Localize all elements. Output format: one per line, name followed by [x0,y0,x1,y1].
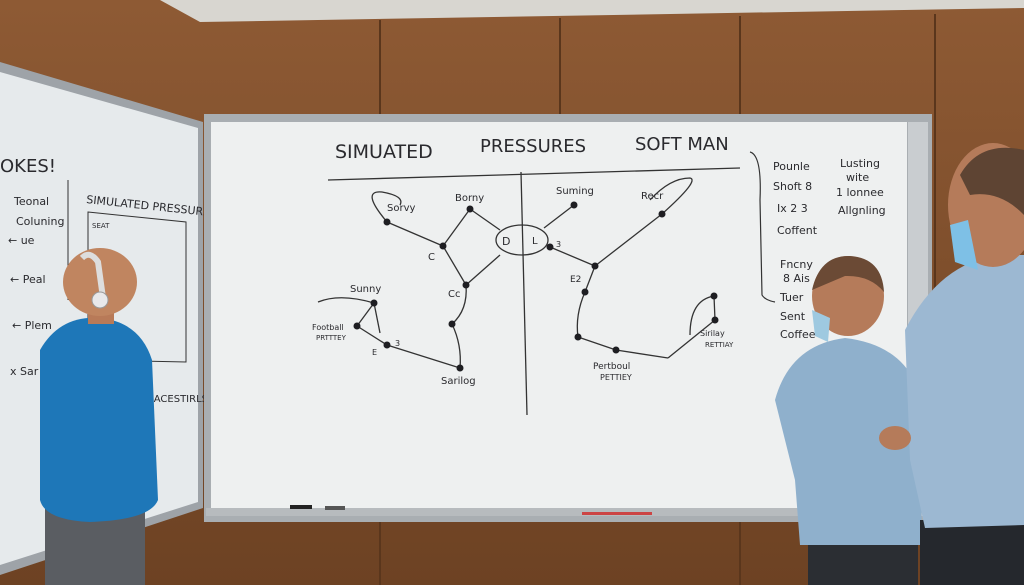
node-label: Borny [455,193,484,204]
node-label: Recr [641,191,664,202]
node-label: E2 [570,275,581,285]
list-item: Lusting [840,157,880,170]
left-list-item: ← Plem [12,319,52,332]
list-item: Fncny [780,258,813,271]
list-item: Shoft 8 [773,180,812,193]
person-coach-headset [40,248,158,585]
node-label: Sarilog [441,376,476,387]
node-label: L [532,236,538,247]
list-item: wite [846,171,869,184]
person-center-masked [775,255,922,585]
node-label: Cc [448,289,460,300]
list-item: Tuer [779,291,804,304]
node-label: C [428,252,435,263]
node-label: E [372,348,377,357]
marker-tray [206,508,906,516]
title-word: SIMUATED [335,141,433,163]
diagram-nodes [353,201,719,372]
marker[interactable] [290,505,312,509]
diagram-edges [317,177,716,369]
node-label: Pertboul [593,362,630,372]
node-label: Suming [556,186,594,197]
node-label: Sirilay [700,329,725,338]
headset-icon [79,251,107,306]
left-list-item: x Sar [10,365,39,378]
left-heading: OKES! [0,156,56,177]
left-list-item: ← Peal [10,273,46,286]
left-list-item: Teonal [13,195,49,208]
left-footer: L ACESTIRLS [145,394,208,405]
list-item: 8 Ais [783,272,810,285]
title-word: SOFT MAN [635,134,729,155]
ceiling [160,0,1024,22]
node-label: PETTIEY [600,373,632,382]
face-mask [812,310,830,342]
list-item: Ix 2 3 [777,202,808,215]
left-list-item: ← ue [8,234,35,247]
node-label: 3 [556,240,561,249]
node-label: 3 [395,339,400,348]
list-item: Coffent [777,224,818,237]
node-label: RETTIAY [705,341,734,349]
marker[interactable] [325,506,345,510]
left-box-label: SEAT [92,222,110,230]
node-label: D [502,235,510,248]
node-label: Football [312,323,344,332]
node-label: PRTTTEY [316,334,347,342]
node-label: Sorvy [387,203,415,214]
title-word: PRESSURES [480,136,586,157]
list-item: Allgnling [838,204,886,217]
node-label: Sunny [350,284,381,295]
list-item: Sent [780,310,806,323]
list-item: Coffee [780,328,816,341]
face-mask [950,220,978,270]
list-item: 1 lonnee [836,186,884,199]
list-item: Pounle [773,160,810,173]
markers-row [582,512,652,515]
person-right-masked [879,143,1024,585]
left-list-item: Coluning [16,215,64,228]
